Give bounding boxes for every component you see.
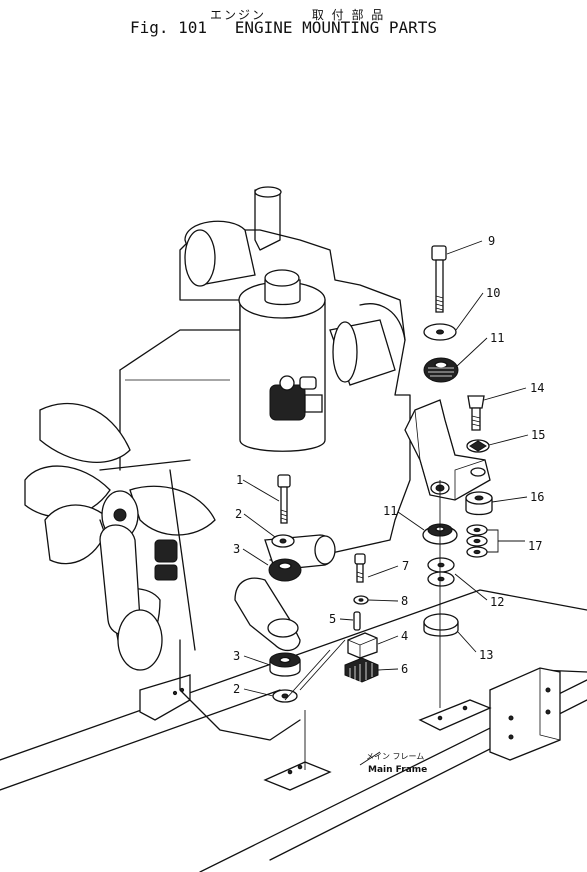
part-13-spacer	[423, 613, 459, 637]
figure-number: Fig. 101	[130, 18, 208, 37]
cooling-fan	[24, 402, 216, 671]
callout-10: 10	[486, 286, 500, 300]
callout-2-lower: 2	[233, 682, 240, 696]
part-17-shims	[466, 524, 488, 558]
part-12-washers	[427, 557, 455, 587]
main-frame-label-en: Main Frame	[368, 765, 427, 775]
title-jp-engine: エンジン	[210, 8, 267, 22]
part-2-washer-lower	[272, 689, 298, 703]
part-3-cushion-lower	[269, 652, 301, 677]
main-frame	[0, 589, 587, 872]
part-1-bolt	[277, 474, 291, 524]
main-frame-label: メイン フレーム Main Frame	[366, 752, 427, 775]
part-4-block	[347, 632, 378, 659]
part-8-washer	[353, 595, 369, 605]
part-15-washer	[466, 439, 490, 453]
callout-9: 9	[488, 234, 495, 248]
figure-title-text: ENGINE MOUNTING PARTS	[234, 18, 437, 37]
callout-6: 6	[401, 662, 408, 676]
callout-15: 15	[531, 428, 545, 442]
assembly-axes	[284, 480, 441, 770]
callout-7: 7	[402, 559, 409, 573]
engine-block	[119, 186, 411, 741]
part-6-shim	[344, 657, 379, 683]
callout-17: 17	[528, 539, 542, 553]
part-5-pin	[353, 611, 361, 631]
part-11-cushion-upper	[423, 357, 459, 383]
callout-3-lower: 3	[233, 649, 240, 663]
part-16-nut	[465, 491, 493, 516]
title-japanese: エンジン 取 付 部 品	[210, 6, 450, 23]
callout-13: 13	[479, 648, 493, 662]
title-jp-mounting-parts: 取 付 部 品	[311, 8, 386, 22]
callout-8: 8	[401, 594, 408, 608]
part-10-washer	[423, 323, 457, 341]
callout-3-upper: 3	[233, 542, 240, 556]
part-14-bolt	[467, 395, 485, 431]
callout-11-lower: 11	[383, 504, 397, 518]
callout-12: 12	[490, 595, 504, 609]
callout-1: 1	[236, 473, 243, 487]
callout-5: 5	[329, 612, 336, 626]
part-2-washer-upper	[271, 534, 295, 548]
callout-16: 16	[530, 490, 544, 504]
callout-11-upper: 11	[490, 331, 504, 345]
part-9-bolt	[431, 245, 447, 313]
callout-2-upper: 2	[235, 507, 242, 521]
part-7-bolt	[354, 553, 366, 583]
figure-title: Fig. 101 ENGINE MOUNTING PARTS	[130, 18, 437, 37]
callout-14: 14	[530, 381, 544, 395]
part-3-cushion-upper	[268, 558, 302, 582]
main-frame-label-jp: メイン フレーム	[366, 752, 424, 761]
callout-4: 4	[401, 629, 408, 643]
leader-lines	[242, 240, 529, 766]
callout-labels: 9 10 11 14 15 16 11 17 12 13 1 2 3 7 8 5…	[233, 234, 545, 696]
